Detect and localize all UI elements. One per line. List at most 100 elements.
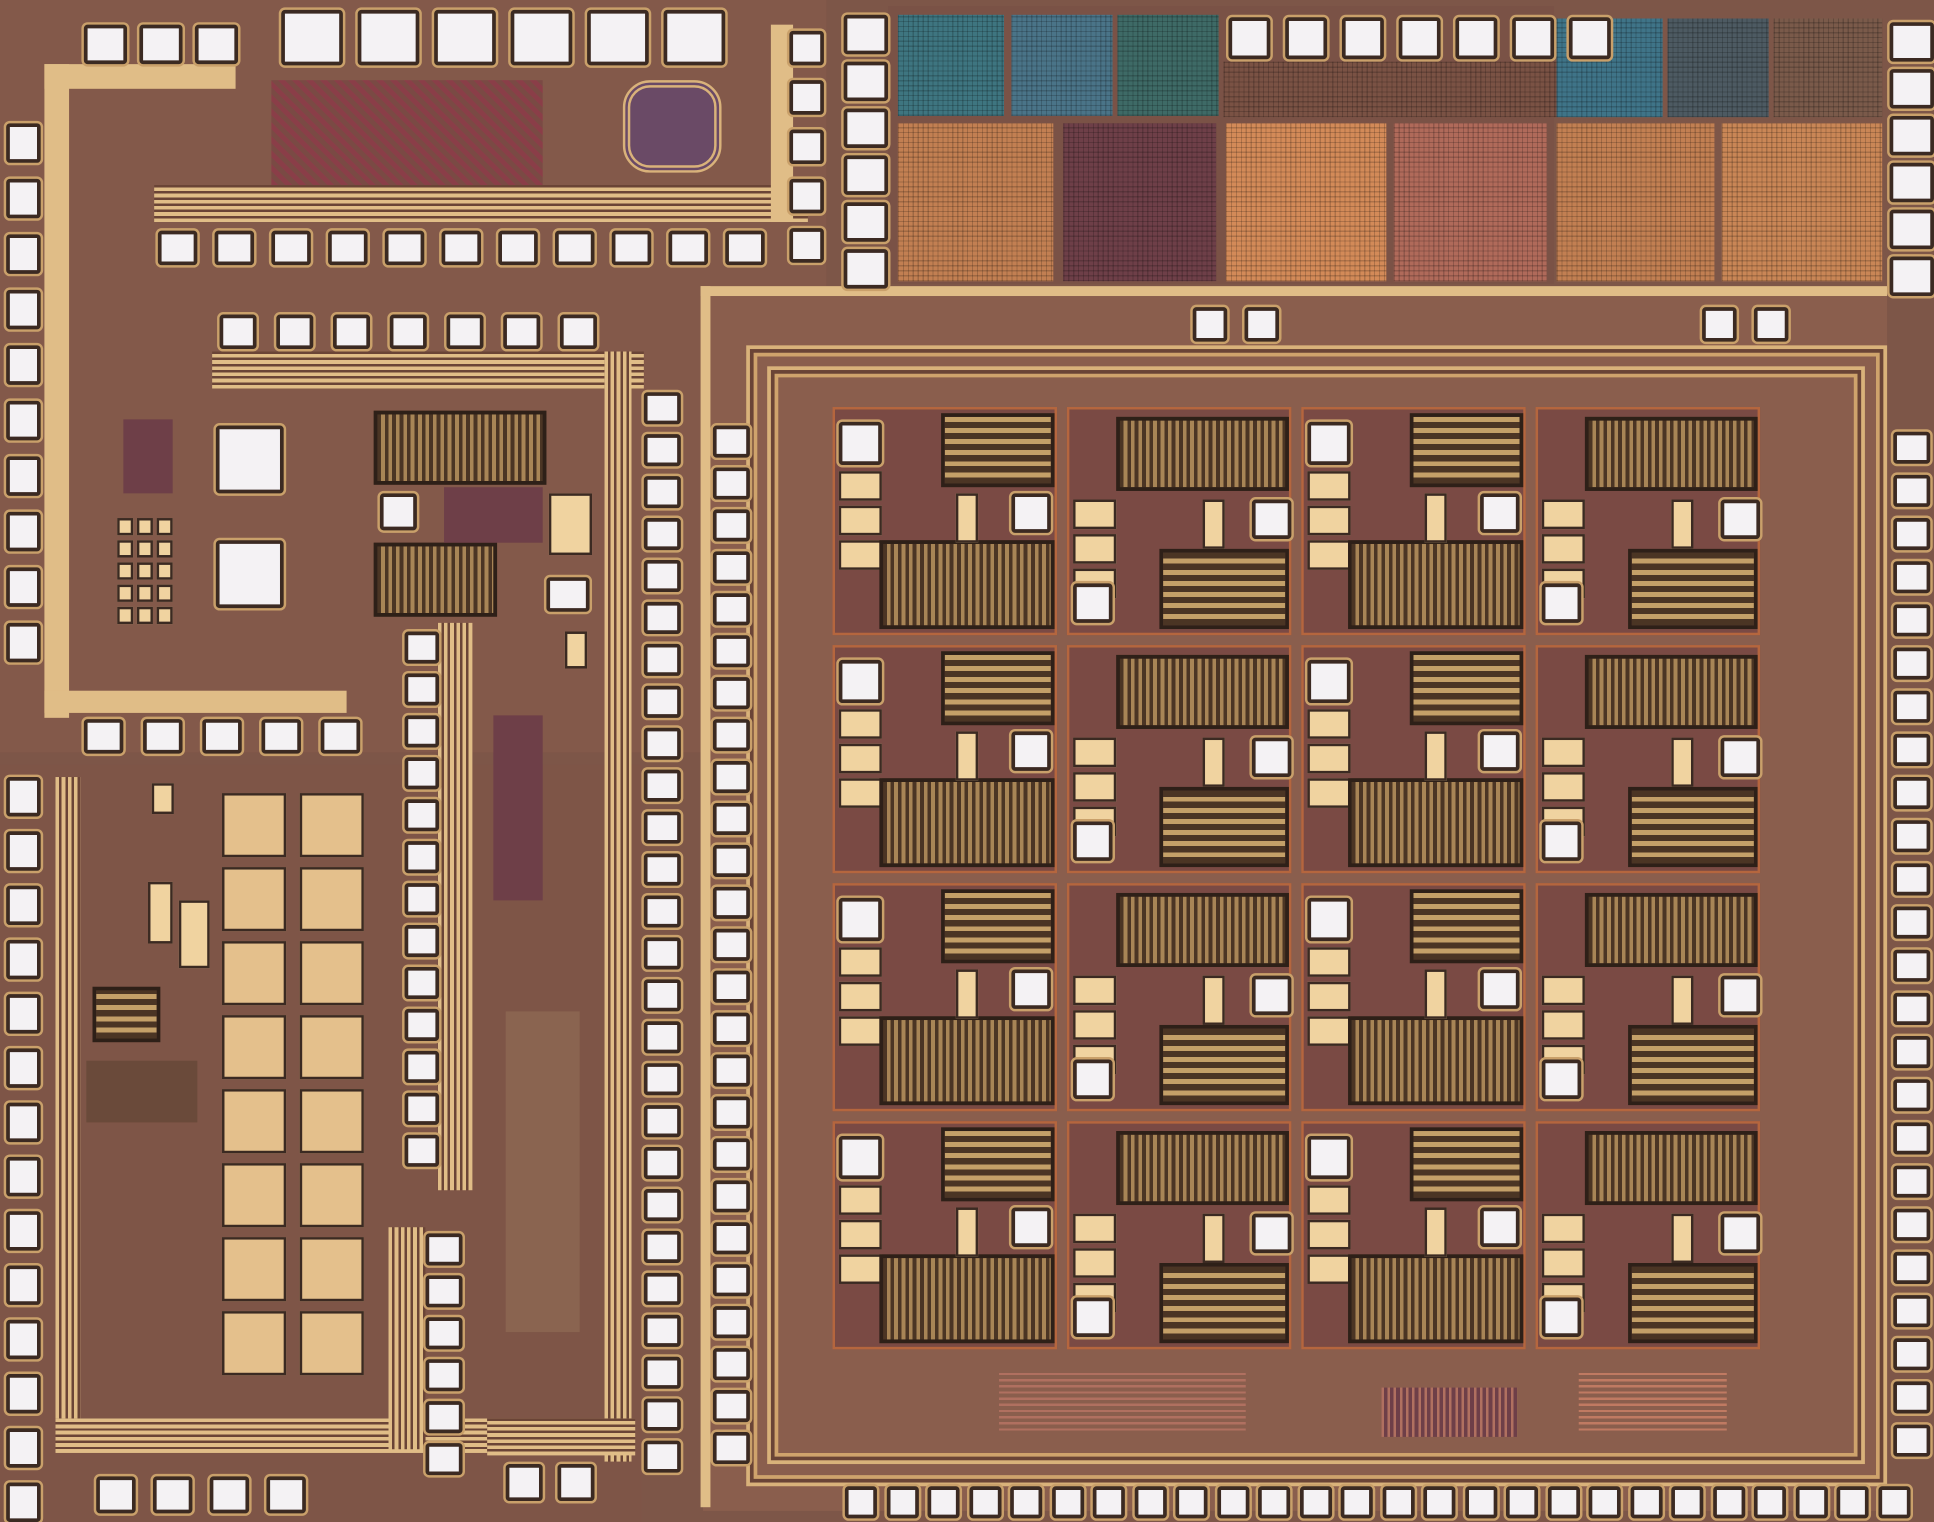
bond-pad xyxy=(6,345,41,385)
bond-pad xyxy=(1893,604,1931,637)
bond-pad xyxy=(1702,307,1737,342)
bond-pad xyxy=(1398,17,1441,60)
metal-trace xyxy=(44,64,70,718)
macro-block xyxy=(1584,892,1758,967)
logic-block xyxy=(123,419,173,494)
bond-pad xyxy=(404,631,440,664)
bond-pad xyxy=(209,1476,250,1514)
bond-pad xyxy=(6,831,41,871)
capacitor-cell xyxy=(1541,1213,1585,1244)
bond-pad xyxy=(712,425,750,458)
bond-pad xyxy=(425,1317,463,1350)
bond-pad xyxy=(83,719,124,754)
bond-pad xyxy=(643,518,681,551)
bond-pad xyxy=(1893,733,1931,766)
bond-pad xyxy=(712,761,750,794)
bond-pad xyxy=(1251,1213,1292,1254)
bond-pad xyxy=(1011,493,1051,533)
bond-pad xyxy=(643,1147,681,1180)
bond-pad xyxy=(712,1180,750,1213)
bond-pad xyxy=(328,230,368,266)
bond-pad xyxy=(1893,1251,1931,1284)
bond-pad xyxy=(712,1012,750,1045)
bond-pad xyxy=(643,1188,681,1222)
bond-pad xyxy=(1340,1486,1373,1519)
bond-pad xyxy=(6,1156,41,1197)
bond-pad xyxy=(96,1476,136,1514)
bond-pad xyxy=(886,1486,919,1519)
bond-pad xyxy=(379,493,417,531)
capacitor-cell xyxy=(299,1015,364,1080)
macro-block xyxy=(1628,1024,1758,1106)
bond-pad xyxy=(1307,659,1351,704)
capacitor-cell xyxy=(136,562,153,580)
macro-block xyxy=(1116,1131,1289,1206)
bond-pad xyxy=(1893,863,1931,896)
bond-pad xyxy=(643,979,681,1012)
bond-pad xyxy=(712,928,750,961)
metal-trace xyxy=(770,24,794,223)
capacitor-cell xyxy=(1541,499,1585,530)
capacitor-cell xyxy=(299,793,364,858)
bond-pad xyxy=(1893,474,1931,507)
capacitor-cell xyxy=(838,1254,882,1284)
macro-block xyxy=(1159,1263,1289,1344)
bond-pad xyxy=(425,1443,463,1476)
metal-trace xyxy=(388,1227,426,1450)
capacitor-cell xyxy=(151,783,174,815)
macro-block xyxy=(1628,548,1758,630)
bond-pad xyxy=(1720,975,1761,1016)
capacitor-cell xyxy=(222,1311,287,1376)
bond-pad xyxy=(434,9,496,66)
bond-pad xyxy=(404,673,440,706)
bond-pad xyxy=(643,1105,681,1138)
bond-pad xyxy=(6,456,41,496)
bond-pad xyxy=(6,1428,41,1468)
metal-trace xyxy=(1202,1213,1225,1264)
bond-pad xyxy=(1893,1079,1931,1112)
bond-pad xyxy=(712,509,750,542)
bond-pad xyxy=(1073,821,1113,861)
bond-pad xyxy=(643,1230,681,1264)
bond-pad xyxy=(498,230,538,266)
bond-pad xyxy=(1893,1165,1931,1198)
bond-pad xyxy=(1011,1207,1051,1247)
logic-block xyxy=(493,715,543,901)
circuit-tile xyxy=(1117,14,1219,116)
bond-pad xyxy=(1541,583,1582,623)
capacitor-cell xyxy=(1307,947,1351,977)
capacitor-cell xyxy=(838,709,882,739)
bond-pad xyxy=(1893,992,1931,1025)
bond-pad xyxy=(1720,499,1761,539)
bond-pad xyxy=(643,1021,681,1054)
bond-pad xyxy=(1073,583,1113,623)
bond-pad xyxy=(1251,975,1292,1016)
macro-block xyxy=(1348,540,1524,630)
macro-block xyxy=(941,651,1055,726)
metal-trace xyxy=(700,286,1888,297)
bond-pad xyxy=(1455,17,1498,60)
capacitor-cell xyxy=(838,778,882,808)
bond-pad xyxy=(320,719,361,754)
bond-pad xyxy=(425,1275,463,1308)
bond-pad xyxy=(557,1464,595,1502)
bond-pad xyxy=(214,230,255,266)
circuit-tile xyxy=(1721,123,1883,282)
bond-pad xyxy=(6,511,41,552)
bond-pad xyxy=(1671,1486,1704,1519)
bond-pad xyxy=(6,939,41,980)
capacitor-cell xyxy=(838,1219,882,1250)
metal-trace xyxy=(44,690,347,713)
macro-block xyxy=(1348,1254,1524,1344)
bond-pad xyxy=(1889,115,1934,156)
bond-pad xyxy=(1382,1486,1415,1519)
bond-pad xyxy=(725,230,765,266)
capacitor-cell xyxy=(299,1237,364,1302)
capacitor-cell xyxy=(156,606,173,625)
bond-pad xyxy=(6,123,41,163)
capacitor-cell xyxy=(299,1089,364,1154)
capacitor-cell xyxy=(1541,737,1585,768)
capacitor-cell xyxy=(1541,772,1585,802)
macro-block xyxy=(1409,651,1524,726)
capacitor-cell xyxy=(1073,1213,1117,1244)
